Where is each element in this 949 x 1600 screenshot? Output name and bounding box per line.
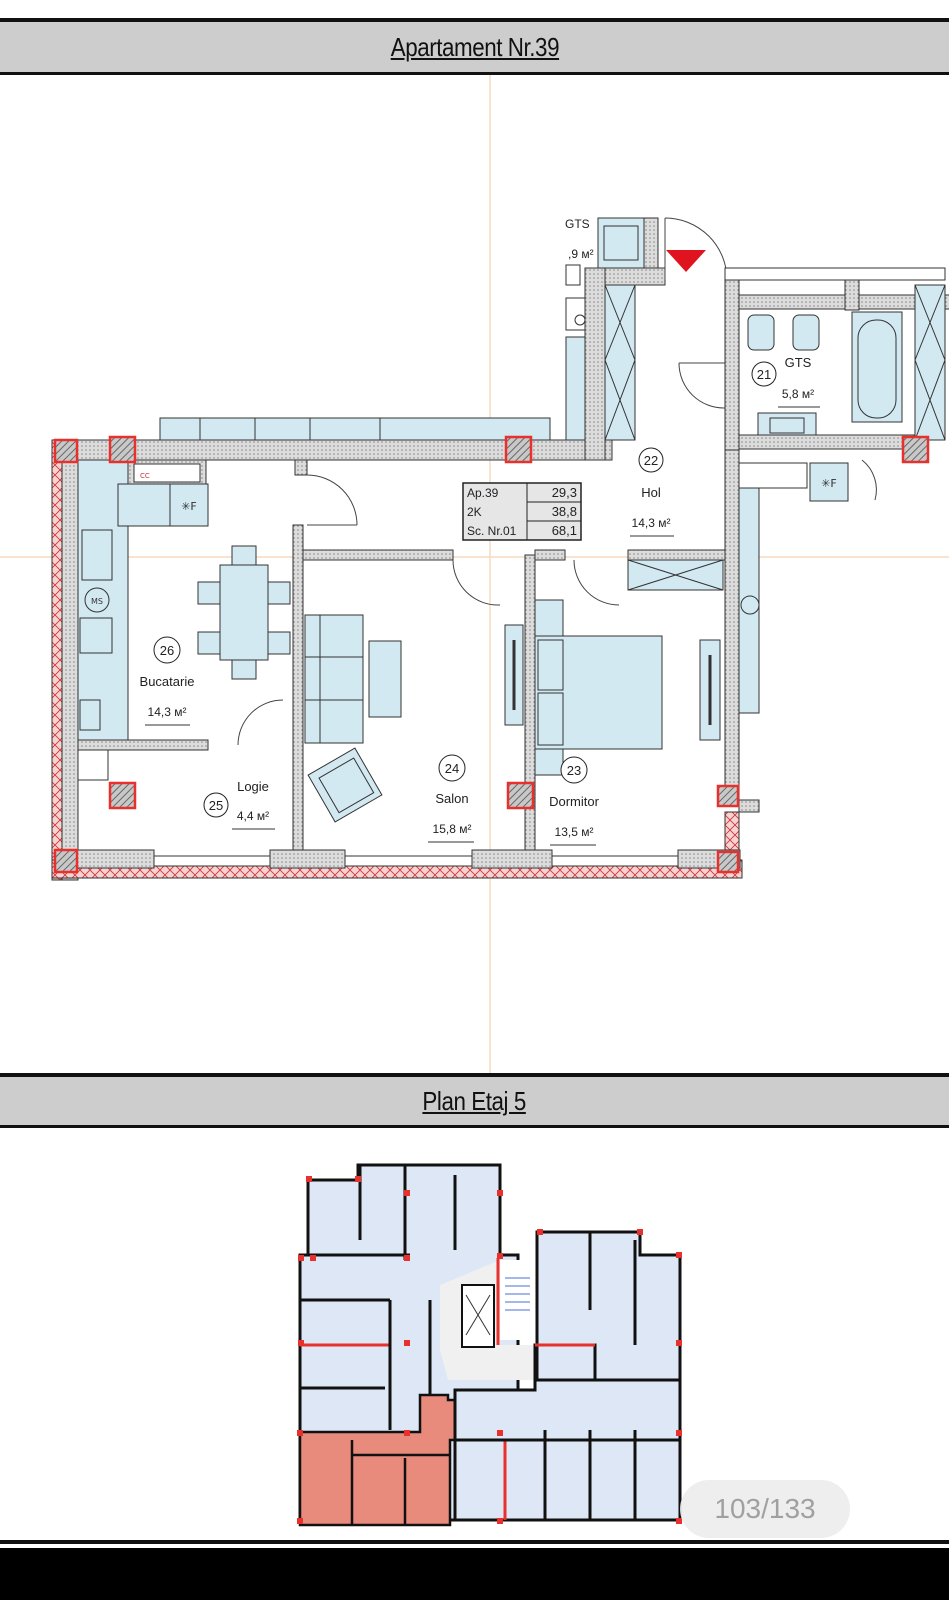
svg-text:14,3 м²: 14,3 м² [148, 705, 187, 719]
apartment-header: Apartament Nr.39 [0, 18, 949, 75]
svg-text:4,4 м²: 4,4 м² [237, 809, 269, 823]
apartment-summary-table: Ap.39 2K Sc. Nr.01 29,3 38,8 68,1 [462, 482, 582, 541]
svg-text:14,3 м²: 14,3 м² [632, 516, 671, 530]
svg-text:24: 24 [445, 761, 459, 776]
neighbor-gts: GTS ,9 м² [565, 217, 659, 446]
room-26-bucatarie: CC ✳F MS 26 Bucatarie 14,3 м² [77, 459, 291, 751]
room-23-dormitor: 23 Dormitor 13,5 м² [534, 559, 724, 846]
svg-text:22: 22 [644, 453, 658, 468]
room-22-hol: 22 Hol 14,3 м² [294, 447, 674, 537]
svg-text:✳F: ✳F [821, 477, 837, 490]
svg-text:Logie: Logie [237, 779, 269, 794]
apartment-floor-plan[interactable]: GTS ,9 м² [0, 75, 949, 1073]
apartment-title: Apartament Nr.39 [390, 31, 559, 62]
svg-text:Bucatarie: Bucatarie [140, 674, 195, 689]
svg-text:21: 21 [757, 367, 771, 382]
system-navigation-bar [0, 1548, 949, 1600]
neighbor-apartment-right: ✳F [724, 449, 877, 878]
svg-text:15,8 м²: 15,8 м² [433, 822, 472, 836]
svg-text:29,3: 29,3 [552, 485, 577, 500]
page-indicator: 103/133 [680, 1480, 850, 1538]
svg-text:38,8: 38,8 [552, 504, 577, 519]
bottom-divider [0, 1540, 949, 1544]
structural-columns [53, 435, 930, 874]
top-margin [0, 0, 949, 18]
room-21-gts: 21 GTS 5,8 м² [678, 267, 949, 451]
svg-text:5,8 м²: 5,8 м² [782, 387, 814, 401]
svg-text:CC: CC [140, 472, 150, 480]
entrance-marker-icon [666, 250, 706, 272]
svg-text:Sc. Nr.01: Sc. Nr.01 [467, 524, 517, 538]
corridor-area [440, 1258, 585, 1380]
svg-text:GTS: GTS [785, 355, 812, 370]
room-25-logie: 25 Logie 4,4 м² [77, 749, 275, 830]
column-markers [297, 1176, 682, 1524]
svg-text:13,5 м²: 13,5 м² [555, 825, 594, 839]
svg-text:✳F: ✳F [181, 500, 197, 513]
svg-text:GTS: GTS [565, 217, 590, 231]
svg-text:MS: MS [91, 597, 103, 606]
svg-text:26: 26 [160, 643, 174, 658]
svg-text:Salon: Salon [435, 791, 468, 806]
floor-overview-plan[interactable] [0, 1128, 949, 1540]
svg-text:Dormitor: Dormitor [549, 794, 600, 809]
svg-text:,9 м²: ,9 м² [568, 247, 594, 261]
svg-text:23: 23 [567, 763, 581, 778]
page-indicator-label: 103/133 [714, 1493, 816, 1524]
floor-block-right [453, 1230, 682, 1522]
svg-text:Hol: Hol [641, 485, 661, 500]
svg-text:25: 25 [209, 798, 223, 813]
svg-text:2K: 2K [467, 505, 482, 519]
floor-plan-header: Plan Etaj 5 [0, 1073, 949, 1128]
svg-text:Ap.39: Ap.39 [467, 486, 499, 500]
svg-text:68,1: 68,1 [552, 523, 577, 538]
room-24-salon: 24 Salon 15,8 м² [304, 559, 501, 843]
floor-plan-title: Plan Etaj 5 [422, 1085, 527, 1116]
